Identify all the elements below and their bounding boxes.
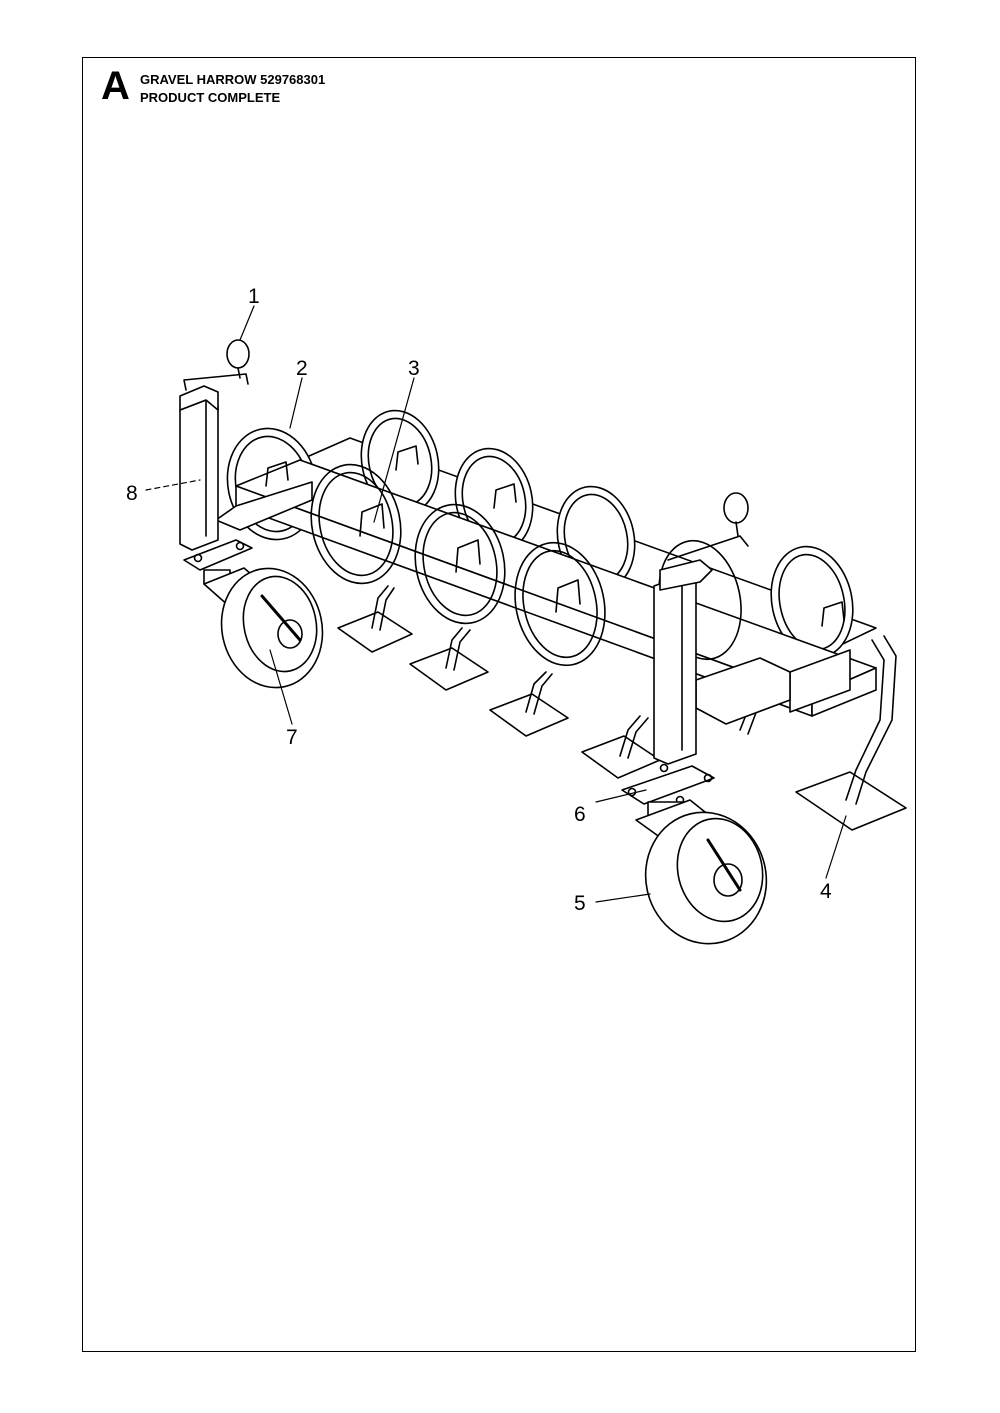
callout-6: 6 (574, 803, 586, 826)
callout-8: 8 (126, 482, 138, 505)
leader-lines (145, 305, 847, 903)
clamp-3 (359, 503, 385, 537)
callout-5: 5 (574, 892, 586, 915)
drag-plates (337, 611, 907, 831)
drag-plate-4 (795, 771, 907, 831)
tine-clamps (265, 445, 845, 627)
left-arm (215, 481, 313, 531)
left-wheel (203, 567, 324, 689)
right-crank-knob (723, 492, 749, 524)
title-subtitle: PRODUCT COMPLETE (140, 90, 281, 105)
callout-2: 2 (296, 357, 308, 380)
section-letter: A (101, 64, 130, 108)
right-wheel (635, 799, 768, 945)
page-frame (82, 57, 916, 1352)
spring-tines-front (310, 463, 742, 667)
tines (371, 585, 897, 805)
title-product: GRAVEL HARROW 529768301 (140, 72, 326, 87)
left-mount-plate (183, 539, 253, 571)
callout-1: 1 (248, 285, 260, 308)
left-crank-knob (226, 339, 250, 369)
right-mount-plate (621, 765, 715, 805)
callout-labels: 1 2 3 4 5 6 7 8 (126, 285, 832, 915)
callout-7: 7 (286, 726, 298, 749)
callout-3: 3 (408, 357, 420, 380)
callout-4: 4 (820, 880, 832, 903)
